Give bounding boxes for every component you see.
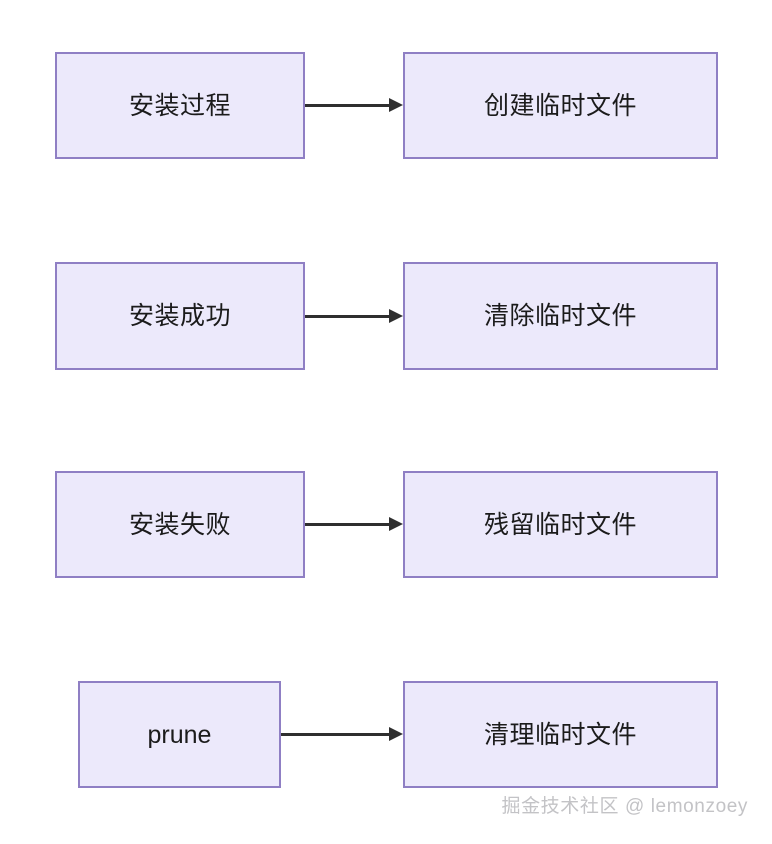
node-install-success[interactable]: 安装成功 [55,262,305,370]
node-install-failure[interactable]: 安装失败 [55,471,305,578]
arrow-prune [281,727,403,741]
arrow-head-icon [389,517,403,531]
arrow-shaft [305,315,390,318]
node-install-process[interactable]: 安装过程 [55,52,305,159]
arrow-shaft [305,523,390,526]
arrow-head-icon [389,98,403,112]
arrow-install-success [305,309,403,323]
arrow-head-icon [389,309,403,323]
flow-row-prune: prune 清理临时文件 [0,681,772,788]
flow-row-install-success: 安装成功 清除临时文件 [0,262,772,370]
node-residual-temp-files[interactable]: 残留临时文件 [403,471,718,578]
arrow-install-process [305,98,403,112]
flow-row-install-process: 安装过程 创建临时文件 [0,52,772,159]
arrow-head-icon [389,727,403,741]
node-create-temp-files[interactable]: 创建临时文件 [403,52,718,159]
watermark-text: 掘金技术社区 @ lemonzoey [501,796,748,817]
flow-row-install-failure: 安装失败 残留临时文件 [0,471,772,578]
node-prune[interactable]: prune [78,681,281,788]
arrow-install-failure [305,517,403,531]
node-clear-temp-files[interactable]: 清除临时文件 [403,262,718,370]
arrow-shaft [305,104,390,107]
node-cleanup-temp-files[interactable]: 清理临时文件 [403,681,718,788]
arrow-shaft [281,733,390,736]
